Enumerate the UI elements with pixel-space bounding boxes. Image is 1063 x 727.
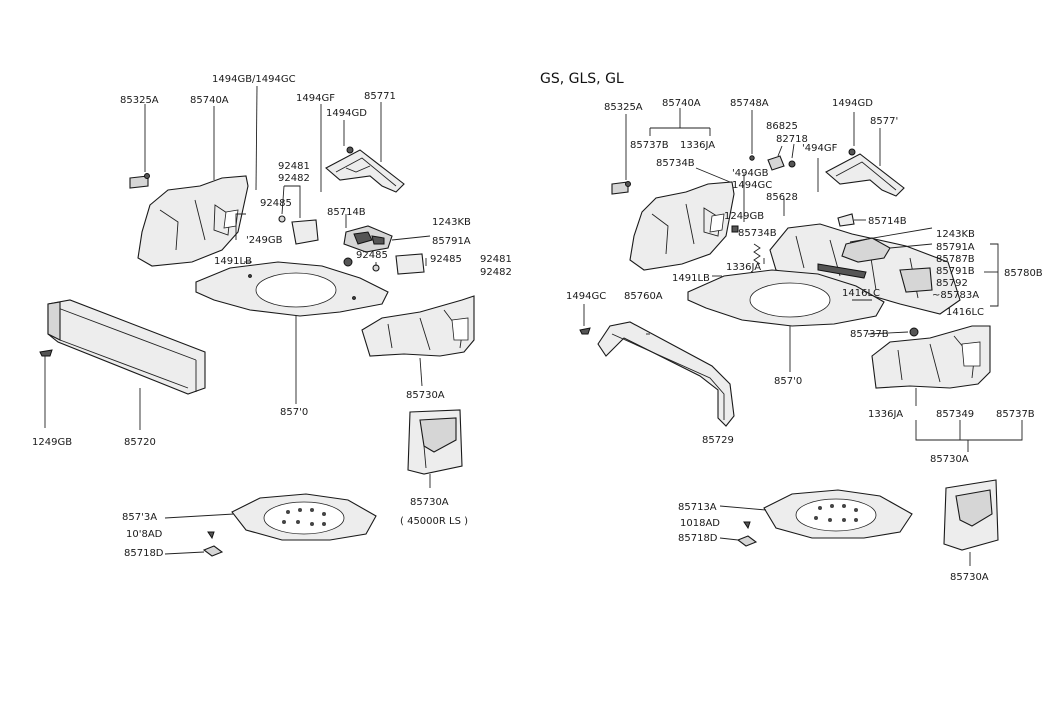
r-label-85714B: 85714B [868, 216, 907, 227]
label-1494GD: 1494GD [326, 108, 367, 119]
rail-85771 [325, 149, 405, 193]
left-assembly [39, 146, 475, 557]
label-1249GB-b: 1249GB [32, 437, 72, 448]
label-1491LB: 1491LB [214, 256, 252, 267]
r-label-85740A: 85740A [662, 98, 701, 109]
left-label-group: 85325A 85740A 1494GB/1494GC 1494GF 1494G… [32, 74, 512, 559]
package-tray-85720 [47, 299, 206, 395]
r-label-85730A-a: 85730A [930, 454, 969, 465]
label-85730A-b: 85730A [410, 497, 449, 508]
label-85713A: 857'3A [122, 512, 157, 523]
label-85325A: 85325A [120, 95, 159, 106]
r-label-1336JA-b: 1336JA [726, 262, 761, 273]
r-label-85713A: 85713A [678, 502, 717, 513]
r-label-85718D: 85718D [678, 533, 718, 544]
label-1018AD: 10'8AD [126, 529, 163, 540]
r-label-1018AD: 1018AD [680, 518, 720, 529]
r-right-trim-panel-85730A [871, 325, 991, 389]
r-label-1494GC: 1494GC [732, 180, 772, 191]
r-label-85791B: 85791B [936, 266, 975, 277]
r-label-85325A: 85325A [604, 102, 643, 113]
r-label-85734B-a: 85734B [656, 158, 695, 169]
label-85710: 857'0 [280, 407, 308, 418]
label-85720: 85720 [124, 437, 156, 448]
label-note-45000R: ( 45000R LS ) [400, 516, 468, 527]
r-label-86825: 86825 [766, 121, 798, 132]
r-label-85710: 857'0 [774, 376, 802, 387]
label-1249GB-a: '249GB [246, 235, 283, 246]
r-label-85730A-b: 85730A [950, 572, 989, 583]
r-label-1494GF: '494GF [802, 143, 838, 154]
r-label-1491LB: 1491LB [672, 273, 710, 284]
r-label-85771: 8577' [870, 116, 898, 127]
r-label-85760A: 85760A [624, 291, 663, 302]
right-leader-lines [583, 108, 1023, 566]
r-label-85748A: 85748A [730, 98, 769, 109]
label-85791A: 85791A [432, 236, 471, 247]
label-85740A: 85740A [190, 95, 229, 106]
label-92482-b: 92482 [480, 267, 512, 278]
label-1494GB-1494GC: 1494GB/1494GC [212, 74, 296, 85]
sill-plate-85729 [597, 321, 735, 427]
r-label-1494GB: '494GB [732, 168, 769, 179]
r-label-85791A: 85791A [936, 242, 975, 253]
r-label-85628: 85628 [766, 192, 798, 203]
r-label-85729: 85729 [702, 435, 734, 446]
plate-92486 [291, 219, 319, 245]
r-label-1494GD: 1494GD [832, 98, 873, 109]
r-label-1243KB: 1243KB [936, 229, 975, 240]
r-label-1416LC-b: 1416LC [946, 307, 984, 318]
label-92485-c: 92485 [430, 254, 462, 265]
r-label-85734B-b: 85734B [738, 228, 777, 239]
right-trim-panel-85730A [361, 295, 475, 357]
label-85730A-a: 85730A [406, 390, 445, 401]
left-leader-lines [44, 85, 431, 555]
clip-85325A [129, 175, 149, 189]
r-label-85737B-b: 85737B [850, 329, 889, 340]
r-label-1416LC-a: 1416LC [842, 288, 880, 299]
r-rail-85771 [825, 153, 905, 197]
label-85718D: 85718D [124, 548, 164, 559]
variant-title: GS, GLS, GL [540, 71, 624, 87]
label-92482: 92482 [278, 173, 310, 184]
r-label-1494GC-b: 1494GC [566, 291, 606, 302]
r-label-1249GB: 1249GB [724, 211, 764, 222]
r-left-trim-panel-85740A [629, 181, 735, 271]
label-92481: 92481 [278, 161, 310, 172]
label-92481-b: 92481 [480, 254, 512, 265]
plate-92485 [395, 253, 425, 275]
label-92485-b: 92485 [356, 250, 388, 261]
label-1243KB: 1243KB [432, 217, 471, 228]
r-label-85737B-c: 85737B [996, 409, 1035, 420]
r-label-85737B-a: 85737B [630, 140, 669, 151]
left-trim-panel-85740A [137, 175, 249, 267]
right-assembly [579, 148, 999, 551]
r-label-85780B: 85780B [1004, 268, 1043, 279]
r-label-1336JA-c: 1336JA [868, 409, 903, 420]
label-92485-a: 92485 [260, 198, 292, 209]
r-label-85783A: ~85783A [932, 290, 979, 301]
label-1494GF: 1494GF [296, 93, 335, 104]
label-85771: 85771 [364, 91, 396, 102]
right-label-group: 85325A 85740A 85748A 1494GD 85737B 1336J… [566, 98, 1043, 583]
label-85714B: 85714B [327, 207, 366, 218]
r-label-85734B-c: 857349 [936, 409, 974, 420]
r-label-85792: 85792 [936, 278, 968, 289]
r-label-82718: 82718 [776, 134, 808, 145]
r-label-85787B: 85787B [936, 254, 975, 265]
r-label-1336JA-a: 1336JA [680, 140, 715, 151]
